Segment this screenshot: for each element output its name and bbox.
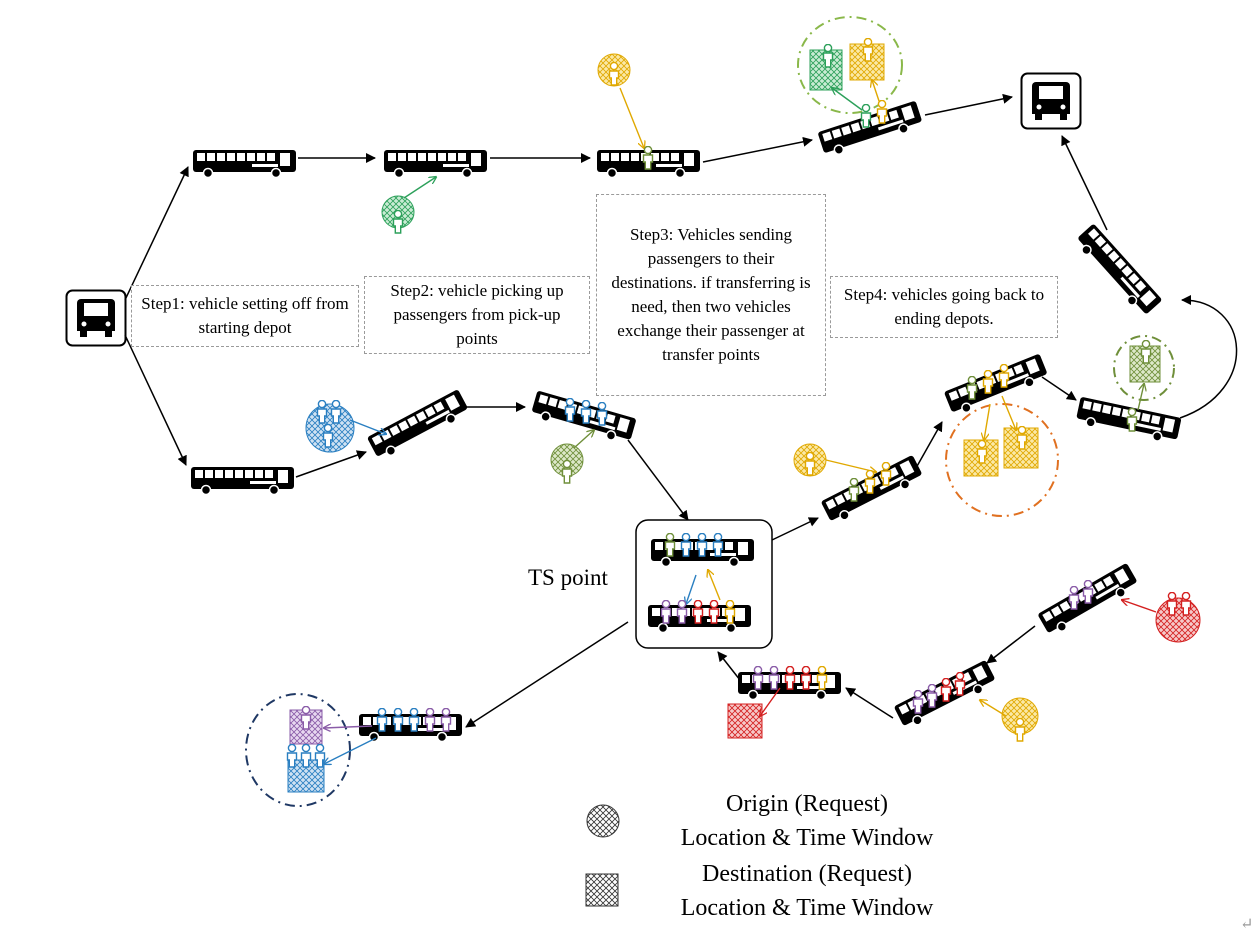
step1-box: Step1: vehicle setting off from starting… [131, 285, 359, 347]
legend-destination-icon [585, 873, 619, 907]
time-window-ellipses [245, 16, 1175, 807]
step1-text: Step1: vehicle setting off from starting… [141, 294, 349, 337]
bus-right-mid [943, 352, 1051, 419]
ending-depot-icon [1020, 72, 1082, 130]
passengers [286, 38, 1192, 768]
return-mark: ↵ [1240, 916, 1254, 933]
step4-text: Step4: vehicles going back to ending dep… [843, 285, 1045, 328]
starting-depot-icon [65, 289, 127, 347]
bus-top-4 [816, 99, 925, 160]
route-arrows [124, 93, 1238, 728]
ts-point-label: TS point [528, 565, 608, 590]
step3-text: Step3: Vehicles sending passengers to th… [611, 225, 811, 364]
bus-bottom-1 [190, 466, 295, 495]
step2-text: Step2: vehicle picking up passengers fro… [390, 281, 564, 348]
legend-origin-label: Origin (Request) Location & Time Window [680, 791, 934, 851]
bus-top-2 [383, 149, 488, 178]
bus-bottom-2 [366, 388, 472, 463]
legend-origin-icon [586, 804, 620, 838]
bus-right-up [1072, 222, 1164, 320]
step2-box: Step2: vehicle picking up passengers fro… [364, 276, 590, 354]
step3-box: Step3: Vehicles sending passengers to th… [596, 194, 826, 396]
legend-destination-label: Destination (Request) Location & Time Wi… [680, 861, 934, 921]
step4-box: Step4: vehicles going back to ending dep… [830, 276, 1058, 338]
bus-top-1 [192, 149, 297, 178]
request-arrows [324, 80, 1157, 764]
